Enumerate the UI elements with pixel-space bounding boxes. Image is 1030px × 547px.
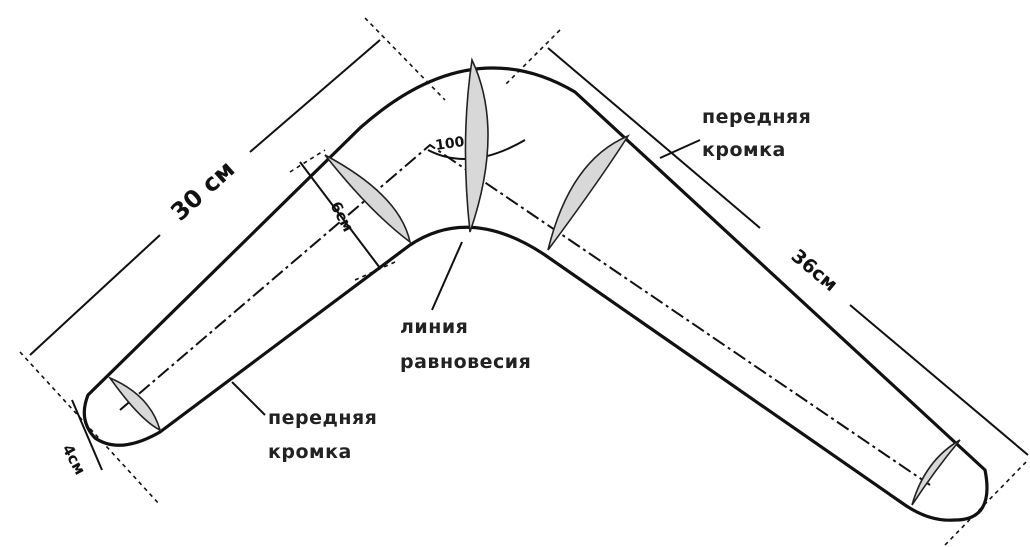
leading-edge-left-line2: кромка — [268, 441, 352, 463]
balance-line-line2: равновесия — [400, 351, 531, 373]
dim-left-length-label: 30 см — [165, 155, 240, 226]
ext-line-top-right — [504, 29, 561, 86]
leader-right-edge — [659, 139, 701, 159]
ext-line-left-tip — [19, 351, 161, 506]
leader-balance — [431, 241, 463, 311]
angle-label: 100° — [434, 133, 472, 154]
dim-left-line-lower — [29, 234, 161, 356]
leading-edge-right-line2: кромка — [702, 139, 786, 161]
dim-right-line-upper — [547, 47, 761, 229]
ext-line-right-tip — [944, 459, 1029, 546]
dim-left-line-upper — [249, 39, 381, 153]
dim-tip-label: 4см — [58, 441, 89, 477]
boomerang-outline — [82, 66, 989, 522]
ext-line-top-left — [364, 17, 446, 101]
dim-right-line-lower — [849, 304, 1029, 456]
airfoil-left-tip — [107, 376, 162, 432]
airfoil-left-mid — [324, 154, 412, 244]
dim-tip-line — [71, 399, 103, 471]
centerline — [119, 143, 931, 486]
leading-edge-left-line1: передняя — [268, 407, 377, 429]
balance-line-line1: линия — [400, 316, 468, 338]
dim-width-line — [299, 161, 381, 269]
airfoil-center — [464, 57, 489, 233]
leader-left-edge — [231, 381, 266, 416]
leading-edge-right-line1: передняя — [702, 106, 811, 128]
airfoil-right-mid — [547, 134, 631, 251]
airfoil-right-tip — [911, 439, 961, 506]
dim-right-length-label: 36см — [787, 245, 842, 296]
ext-line-width-top — [289, 149, 326, 173]
